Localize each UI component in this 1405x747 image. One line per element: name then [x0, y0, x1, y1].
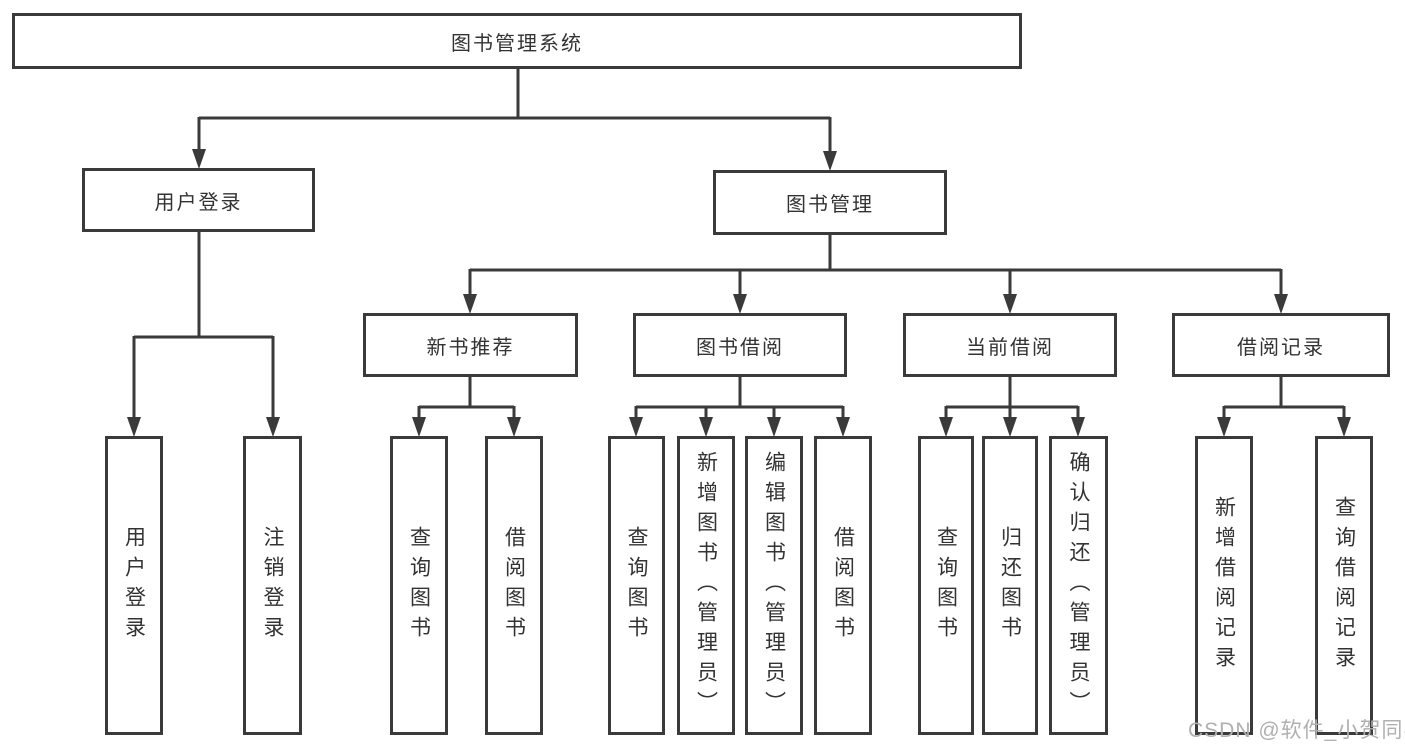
leaf-user-login-label: 用户登录 — [122, 525, 146, 646]
leaf-borrow-query-books: 查询图书 — [608, 436, 665, 735]
leaf-return-books-label: 归还图书 — [998, 525, 1022, 646]
leaf-recommend-borrow-books: 借阅图书 — [485, 436, 543, 735]
leaf-add-books-admin: 新增图书（管理员） — [677, 436, 735, 735]
leaf-recommend-query-books: 查询图书 — [390, 436, 448, 735]
node-book-management: 图书管理 — [713, 170, 947, 235]
connector-book-mgmt-children — [463, 235, 1288, 314]
connector-new-book-children — [412, 377, 521, 437]
leaf-query-borrow-record-label: 查询借阅记录 — [1332, 495, 1356, 676]
connector-user-login-children — [127, 232, 280, 437]
leaf-user-login: 用户登录 — [105, 436, 163, 735]
leaf-confirm-return-admin-label: 确认归还（管理员） — [1067, 450, 1090, 721]
node-book-borrow: 图书借阅 — [633, 313, 847, 377]
leaf-borrow-books-label: 借阅图书 — [831, 525, 855, 646]
leaf-recommend-borrow-books-label: 借阅图书 — [502, 525, 526, 646]
leaf-return-books: 归还图书 — [982, 436, 1038, 735]
connector-records-children — [1217, 377, 1351, 437]
connector-current-children — [939, 377, 1085, 437]
leaf-edit-books-admin-label: 编辑图书（管理员） — [762, 450, 786, 721]
leaf-borrow-books: 借阅图书 — [814, 436, 872, 735]
node-current-borrow: 当前借阅 — [903, 313, 1117, 377]
connector-borrow-children — [629, 377, 850, 437]
csdn-watermark: CSDN @软件_小贺同学 — [1188, 719, 1405, 742]
node-new-book-recommend: 新书推荐 — [363, 313, 578, 377]
leaf-confirm-return-admin: 确认归还（管理员） — [1049, 436, 1108, 735]
node-library-system: 图书管理系统 — [12, 13, 1022, 69]
leaf-current-query-books-label: 查询图书 — [934, 525, 958, 646]
leaf-borrow-query-books-label: 查询图书 — [625, 525, 648, 646]
node-user-login: 用户登录 — [82, 168, 315, 232]
node-borrow-records: 借阅记录 — [1172, 313, 1390, 377]
connector-root-to-level2 — [192, 69, 837, 171]
leaf-add-books-admin-label: 新增图书（管理员） — [694, 450, 718, 721]
leaf-query-borrow-record: 查询借阅记录 — [1315, 436, 1373, 735]
leaf-edit-books-admin: 编辑图书（管理员） — [745, 436, 803, 735]
leaf-logout-label: 注销登录 — [261, 525, 284, 646]
leaf-recommend-query-books-label: 查询图书 — [407, 525, 431, 646]
leaf-add-borrow-record: 新增借阅记录 — [1195, 436, 1253, 735]
leaf-add-borrow-record-label: 新增借阅记录 — [1212, 495, 1236, 676]
leaf-current-query-books: 查询图书 — [918, 436, 974, 735]
leaf-logout: 注销登录 — [243, 436, 302, 735]
